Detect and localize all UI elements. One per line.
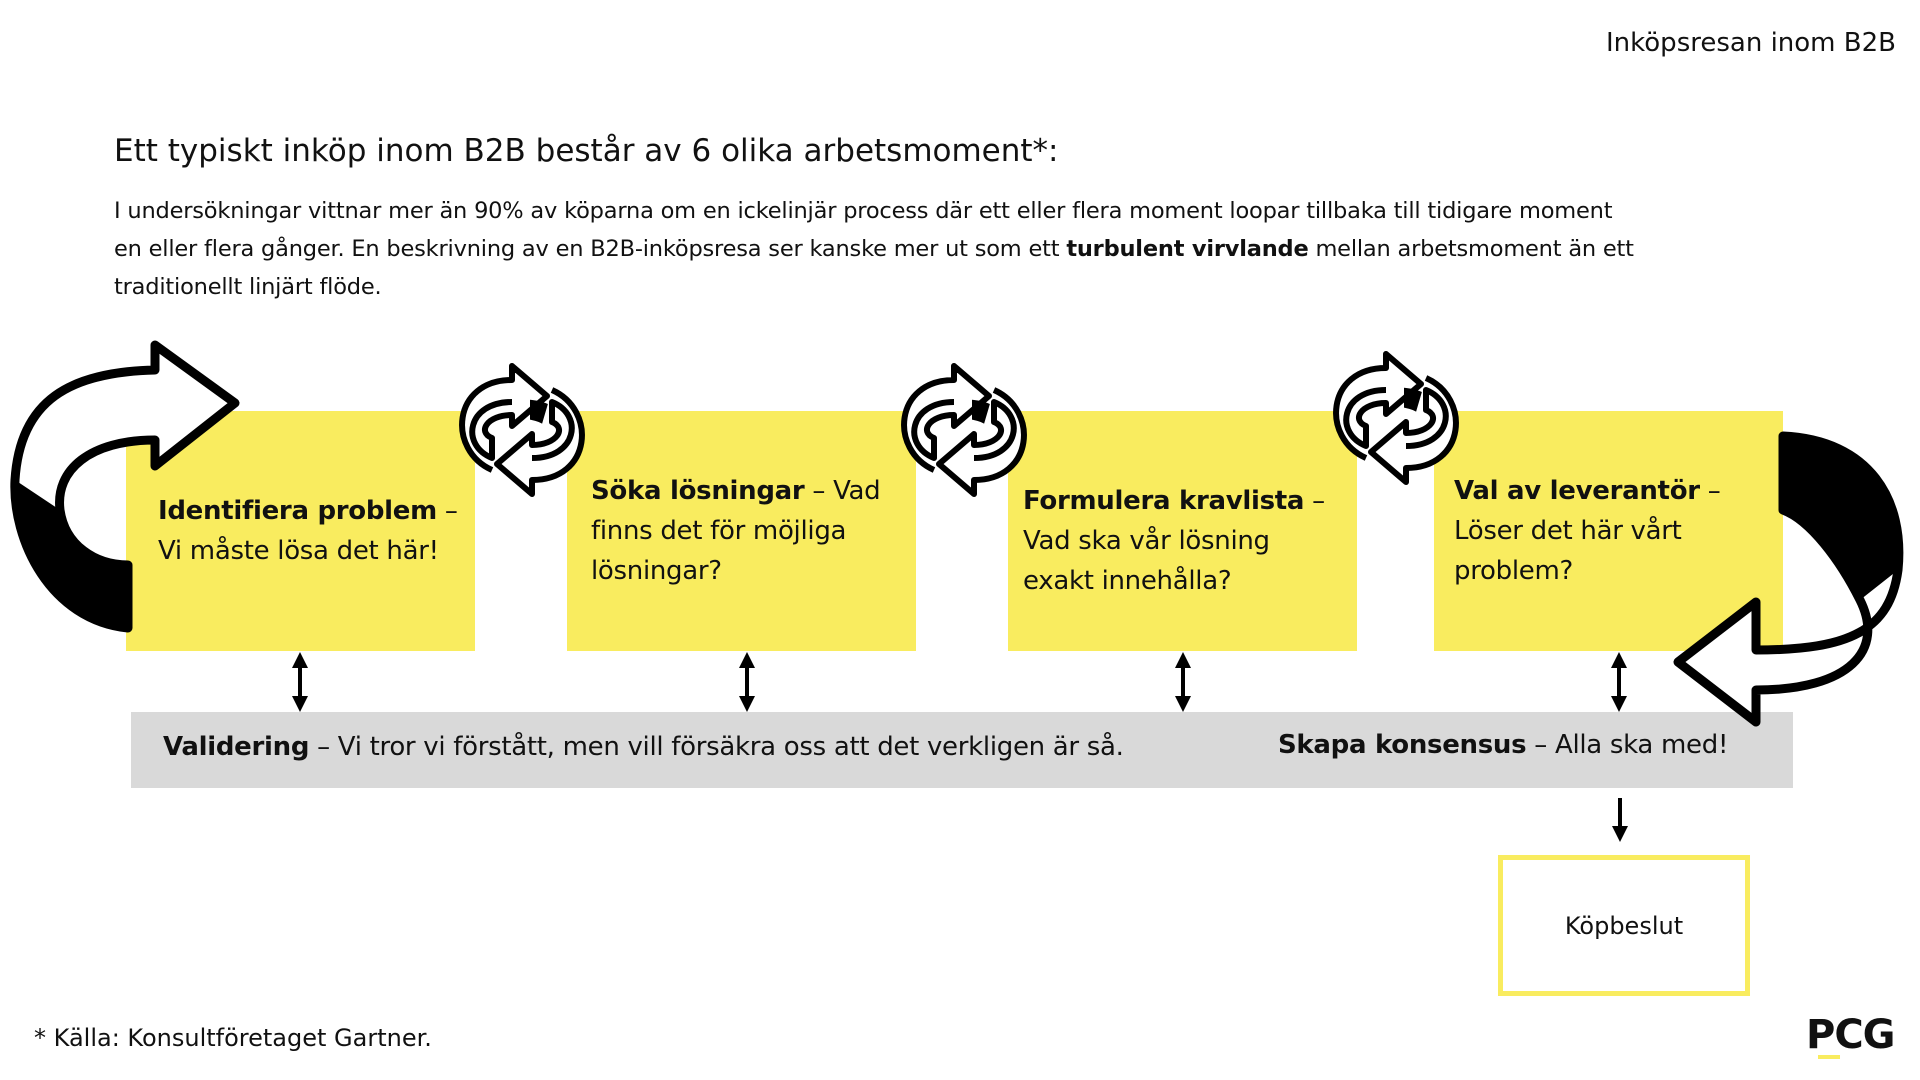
step-requirements: Formulera kravlista – Vad ska vår lösnin… — [1008, 411, 1357, 651]
step-supplier-choice: Val av leverantör – Löser det här vårt p… — [1434, 411, 1783, 651]
intro-text: en eller flera gånger. En beskrivning av… — [114, 236, 1067, 262]
intro-text: mellan arbetsmoment än ett — [1308, 236, 1634, 262]
step-title: Identifiera problem — [158, 496, 437, 526]
step-text: Vad finns det för möjliga lösningar? — [591, 476, 881, 586]
pcg-logo: PCG — [1806, 1012, 1896, 1058]
step-text: Vi måste lösa det här! — [158, 536, 439, 566]
step-identify-problem: Identifiera problem – Vi måste lösa det … — [126, 411, 475, 651]
consensus-label: Skapa konsensus – Alla ska med! — [1278, 730, 1728, 760]
step-search-solutions: Söka lösningar – Vad finns det för möjli… — [567, 411, 916, 651]
cycle-arrows-icon — [462, 366, 582, 494]
page-heading: Ett typiskt inköp inom B2B består av 6 o… — [114, 133, 1059, 169]
purchase-decision-box: Köpbeslut — [1498, 855, 1750, 996]
logo-underline — [1818, 1055, 1840, 1059]
step-title: Formulera kravlista — [1023, 486, 1305, 516]
step-text: Vad ska vår lösning exakt innehålla? — [1023, 526, 1270, 596]
intro-bold: turbulent virvlande — [1066, 236, 1309, 262]
document-title: Inköpsresan inom B2B — [1606, 28, 1896, 58]
intro-line-3: traditionellt linjärt flöde. — [114, 274, 382, 300]
step-title: Val av leverantör — [1454, 476, 1700, 506]
dash: – — [804, 476, 834, 506]
dash: – — [436, 496, 458, 526]
cycle-arrows-icon — [904, 366, 1024, 494]
consensus-title: Skapa konsensus — [1278, 730, 1527, 760]
dash: – — [1304, 486, 1325, 516]
step-title: Söka lösningar — [591, 476, 805, 506]
footnote: * Källa: Konsultföretaget Gartner. — [34, 1024, 432, 1052]
validation-label: Validering – Vi tror vi förstått, men vi… — [163, 732, 1124, 762]
dash: – — [1699, 476, 1721, 506]
consensus-text: – Alla ska med! — [1526, 730, 1729, 760]
step-text: Löser det här vårt problem? — [1454, 516, 1682, 586]
validation-title: Validering — [163, 732, 310, 762]
intro-line-1: I undersökningar vittnar mer än 90% av k… — [114, 198, 1613, 224]
intro-line-2: en eller flera gånger. En beskrivning av… — [114, 236, 1634, 262]
validation-text: – Vi tror vi förstått, men vill försäkra… — [309, 732, 1124, 762]
validation-consensus-bar: Validering – Vi tror vi förstått, men vi… — [131, 712, 1793, 788]
